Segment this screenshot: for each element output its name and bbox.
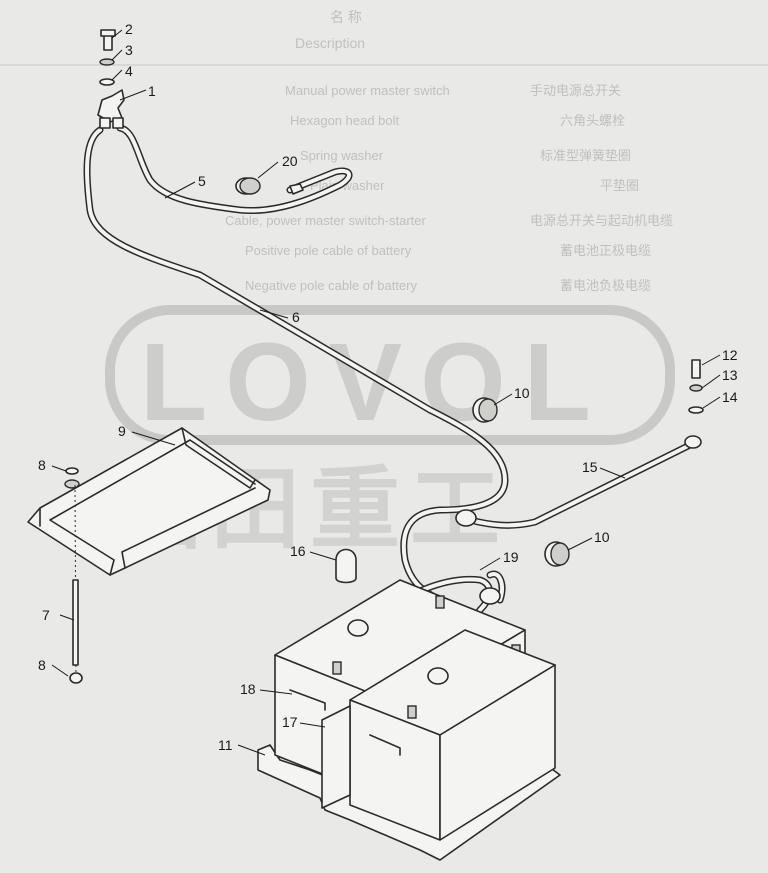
sheet-row-en: Manual power master switch — [285, 83, 450, 98]
callout-1: 1 — [148, 83, 156, 99]
sheet-header-cn: 名 称 — [330, 9, 362, 25]
sheet-row-cn: 蓄电池正极电缆 — [560, 243, 651, 258]
sheet-row-en: Cable, power master switch-starter — [225, 213, 427, 228]
callout-17: 17 — [282, 714, 298, 730]
watermark-logo: LOVOL — [140, 321, 609, 444]
callout-15: 15 — [582, 459, 598, 475]
master-switch-assembly — [97, 29, 125, 129]
callout-3: 3 — [125, 42, 133, 58]
sheet-header-en: Description — [295, 35, 365, 51]
sheet-row-cn: 手动电源总开关 — [530, 83, 621, 98]
sheet-row-en: Positive pole cable of battery — [245, 243, 412, 258]
terminal-cap — [335, 548, 357, 584]
callout-leaders — [51, 29, 721, 756]
battery-frame — [27, 427, 271, 684]
sheet-row-cn: 电源总开关与起动机电缆 — [530, 213, 673, 228]
callout-4: 4 — [125, 63, 133, 79]
cable-clamp — [347, 509, 501, 685]
callout-10-upper: 10 — [514, 385, 530, 401]
callout-20: 20 — [282, 153, 298, 169]
callout-12: 12 — [722, 347, 738, 363]
callout-9: 9 — [118, 423, 126, 439]
callout-16: 16 — [290, 543, 306, 559]
callout-19: 19 — [503, 549, 519, 565]
battery-right — [332, 629, 556, 841]
callout-5: 5 — [198, 173, 206, 189]
callout-14: 14 — [722, 389, 738, 405]
sheet-row-cn: 六角头螺栓 — [560, 113, 625, 128]
callout-7: 7 — [42, 607, 50, 623]
callout-10-lower: 10 — [594, 529, 610, 545]
callout-2: 2 — [125, 21, 133, 37]
bolt-stack — [684, 359, 704, 449]
grommet — [472, 397, 498, 423]
sheet-row-cn: 平垫圈 — [600, 178, 639, 193]
sheet-row-en: Hexagon head bolt — [290, 113, 400, 128]
sheet-row-cn: 蓄电池负极电缆 — [560, 278, 651, 293]
sheet-row-en: Spring washer — [300, 148, 384, 163]
callout-labels: 2 3 4 1 5 6 7 8 8 9 10 10 11 12 13 14 15… — [38, 21, 738, 753]
callout-13: 13 — [722, 367, 738, 383]
callout-6: 6 — [292, 309, 300, 325]
cable-terminal — [235, 177, 304, 195]
grommet — [544, 541, 570, 567]
callout-8-bottom: 8 — [38, 657, 46, 673]
sheet-row-cn: 标准型弹簧垫圈 — [540, 148, 631, 163]
callout-18: 18 — [240, 681, 256, 697]
callout-11: 11 — [218, 737, 233, 753]
callout-8-top: 8 — [38, 457, 46, 473]
sheet-row-en: Negative pole cable of battery — [245, 278, 417, 293]
separator-plate — [321, 705, 351, 809]
